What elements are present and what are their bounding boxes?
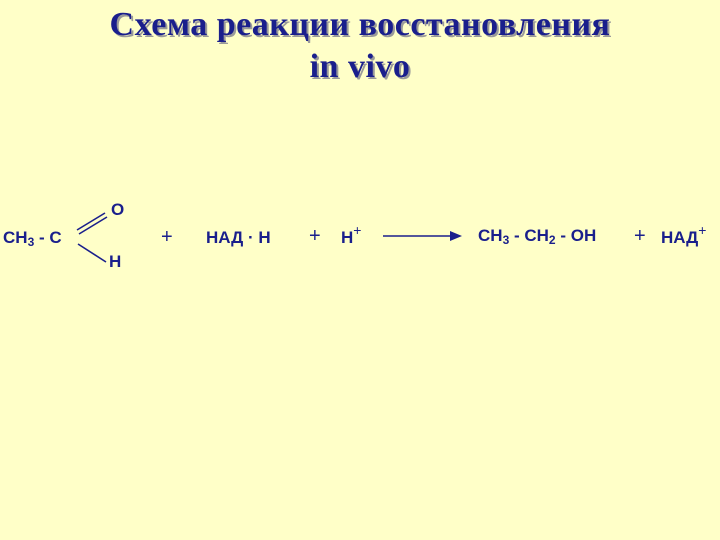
- double-bond-line-1: [76, 212, 106, 231]
- acetaldehyde-formula: CH3 - C: [3, 228, 62, 248]
- title-line-2: in vivo: [309, 48, 411, 85]
- plus-sign-2: +: [309, 225, 321, 247]
- ethanol-sub-1: 3: [502, 233, 510, 247]
- acetaldehyde-ch: CH: [3, 228, 28, 247]
- double-bond-line-2: [78, 216, 108, 235]
- ethanol-sub-2: 2: [548, 233, 556, 247]
- aldehyde-hydrogen: H: [109, 252, 122, 271]
- proton-symbol: H: [341, 228, 354, 247]
- carbonyl-oxygen: O: [111, 200, 125, 219]
- acetaldehyde-sub3: 3: [27, 235, 35, 249]
- proton-charge: +: [353, 222, 362, 238]
- plus-sign-3: +: [634, 225, 646, 247]
- ethanol-part-1: CH: [478, 226, 503, 245]
- nad-symbol: НАД: [661, 228, 699, 247]
- reaction-arrow: [383, 231, 462, 241]
- ethanol-part-3: - OH: [555, 226, 597, 245]
- nad-plus-formula: НАД+: [661, 223, 706, 248]
- slide-title: Схема реакции восстановления in vivo: [0, 4, 720, 88]
- single-bond-line: [77, 243, 107, 263]
- nadh-formula: НАД · Н: [206, 228, 271, 247]
- proton-formula: H+: [341, 223, 361, 248]
- acetaldehyde-c: - C: [34, 228, 62, 247]
- ethanol-part-2: - CH: [509, 226, 549, 245]
- title-line-1: Схема реакции восстановления: [109, 6, 611, 43]
- nad-charge: +: [698, 222, 707, 238]
- plus-sign-1: +: [161, 226, 173, 248]
- ethanol-formula: CH3 - CH2 - OH: [478, 226, 596, 246]
